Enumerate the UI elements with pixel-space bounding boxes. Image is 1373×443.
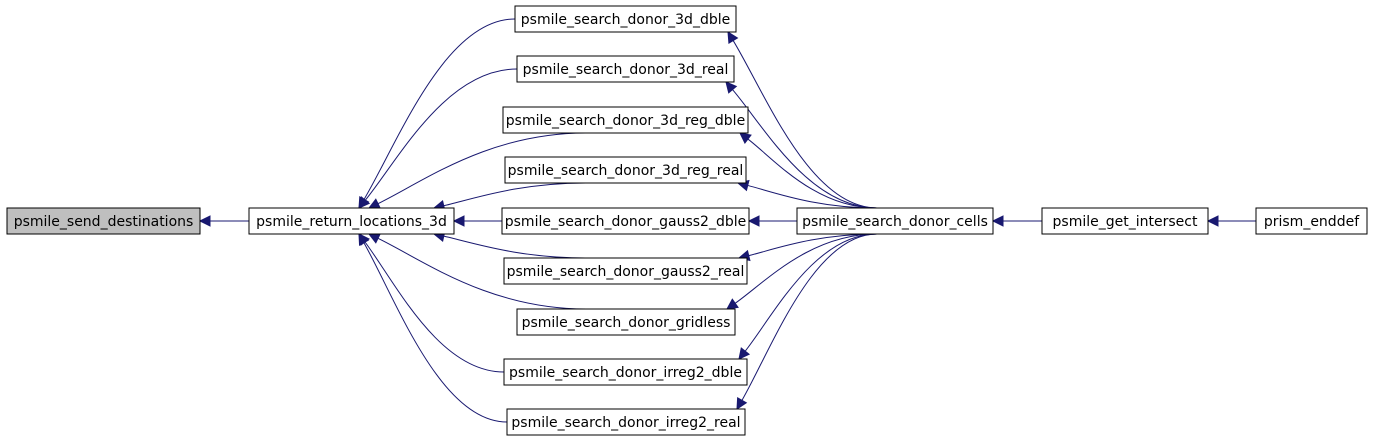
arrowhead <box>1206 215 1219 227</box>
edge-search-donor-gauss2-dble-to-return-locations-3d <box>452 215 502 227</box>
edge-search-donor-cells-to-search-donor-3d-real <box>725 81 878 209</box>
node-box <box>514 5 737 33</box>
edge-line <box>747 184 878 209</box>
node-box <box>1255 207 1368 235</box>
node-search-donor-3d-reg-dble[interactable]: psmile_search_donor_3d_reg_dble <box>502 106 749 134</box>
node-label: psmile_search_donor_3d_reg_dble <box>506 113 745 129</box>
node-search-donor-3d-real[interactable]: psmile_search_donor_3d_real <box>516 55 735 83</box>
node-label: psmile_search_donor_irreg2_real <box>511 415 740 431</box>
node-enddef[interactable]: prism_enddef <box>1255 207 1368 235</box>
edge-line <box>443 182 586 207</box>
node-box <box>504 156 747 184</box>
edge-get-intersect-to-search-donor-cells <box>991 215 1042 227</box>
node-label: psmile_search_donor_gauss2_real <box>507 264 745 280</box>
node-label: psmile_search_donor_gridless <box>522 315 731 331</box>
arrowhead <box>725 81 738 94</box>
node-box <box>6 207 201 235</box>
node-box <box>516 308 736 336</box>
arrowhead <box>739 132 752 144</box>
node-search-donor-gridless[interactable]: psmile_search_donor_gridless <box>516 308 736 336</box>
edge-search-donor-irreg2-real-to-return-locations-3d <box>358 233 508 423</box>
node-box <box>502 106 749 134</box>
node-label: psmile_search_donor_3d_real <box>523 62 729 78</box>
nodes-layer: psmile_send_destinations psmile_return_lo… <box>6 5 1368 436</box>
node-label: prism_enddef <box>1264 214 1360 230</box>
arrowhead <box>367 233 381 244</box>
edge-search-donor-cells-to-search-donor-gauss2-dble <box>747 215 797 227</box>
arrowhead <box>991 215 1004 227</box>
edge-search-donor-cells-to-search-donor-irreg2-real <box>736 233 878 410</box>
node-label: psmile_get_intersect <box>1053 214 1198 230</box>
edge-search-donor-3d-reg-real-to-return-locations-3d <box>432 182 586 212</box>
node-search-donor-gauss2-dble[interactable]: psmile_search_donor_gauss2_dble <box>501 207 750 235</box>
edge-search-donor-3d-dble-to-return-locations-3d <box>358 18 516 209</box>
node-search-donor-3d-dble[interactable]: psmile_search_donor_3d_dble <box>514 5 737 33</box>
node-box <box>506 408 746 436</box>
node-box <box>501 207 750 235</box>
node-box <box>248 207 455 235</box>
arrowhead <box>358 233 370 246</box>
edge-search-donor-cells-to-search-donor-gridless <box>726 233 878 310</box>
node-search-donor-irreg2-dble[interactable]: psmile_search_donor_irreg2_dble <box>503 358 748 386</box>
node-label: psmile_search_donor_irreg2_dble <box>509 365 742 381</box>
edge-line <box>364 68 518 201</box>
edge-line <box>741 233 878 401</box>
node-search-donor-gauss2-real[interactable]: psmile_search_donor_gauss2_real <box>503 257 748 285</box>
edge-line <box>732 89 878 209</box>
arrowhead <box>738 347 751 360</box>
node-send-destinations[interactable]: psmile_send_destinations <box>6 207 201 235</box>
arrowhead <box>198 215 211 227</box>
node-box <box>516 55 735 83</box>
arrowhead <box>452 215 465 227</box>
arrowhead <box>727 31 739 44</box>
edge-search-donor-cells-to-search-donor-3d-reg-dble <box>739 132 878 209</box>
node-label: psmile_search_donor_cells <box>802 214 988 230</box>
node-label: psmile_search_donor_3d_reg_real <box>508 163 744 179</box>
edge-line <box>734 233 878 304</box>
edge-line <box>377 237 587 310</box>
node-label: psmile_return_locations_3d <box>256 214 447 230</box>
edge-line <box>747 138 878 209</box>
edge-line <box>364 241 505 373</box>
node-search-donor-irreg2-real[interactable]: psmile_search_donor_irreg2_real <box>506 408 746 436</box>
edge-enddef-to-get-intersect <box>1206 215 1256 227</box>
arrowhead <box>358 196 371 209</box>
edge-search-donor-3d-real-to-return-locations-3d <box>358 68 518 209</box>
node-get-intersect[interactable]: psmile_get_intersect <box>1041 207 1209 235</box>
node-search-donor-cells[interactable]: psmile_search_donor_cells <box>796 207 994 235</box>
edge-line <box>443 235 586 259</box>
node-box <box>503 257 748 285</box>
edge-line <box>748 233 878 257</box>
node-search-donor-3d-reg-real[interactable]: psmile_search_donor_3d_reg_real <box>504 156 747 184</box>
arrowhead <box>747 215 760 227</box>
arrowhead <box>367 198 381 209</box>
edge-line <box>377 132 586 205</box>
edge-search-donor-gauss2-real-to-return-locations-3d <box>432 230 586 259</box>
arrowhead <box>736 397 748 410</box>
node-label: psmile_search_donor_gauss2_dble <box>505 214 746 230</box>
edge-line <box>744 233 878 352</box>
edge-line <box>363 18 516 200</box>
node-box <box>796 207 994 235</box>
node-box <box>1041 207 1209 235</box>
edge-search-donor-cells-to-search-donor-irreg2-dble <box>738 233 878 360</box>
node-label: psmile_send_destinations <box>14 214 194 230</box>
node-label: psmile_search_donor_3d_dble <box>521 12 730 28</box>
edge-search-donor-cells-to-search-donor-3d-dble <box>727 31 878 209</box>
node-box <box>503 358 748 386</box>
edge-search-donor-irreg2-dble-to-return-locations-3d <box>358 233 505 373</box>
arrowhead <box>726 298 739 310</box>
edge-line <box>363 242 508 423</box>
edge-return-locations-3d-to-send-destinations <box>198 215 249 227</box>
node-return-locations-3d[interactable]: psmile_return_locations_3d <box>248 207 455 235</box>
edge-line <box>732 40 878 209</box>
